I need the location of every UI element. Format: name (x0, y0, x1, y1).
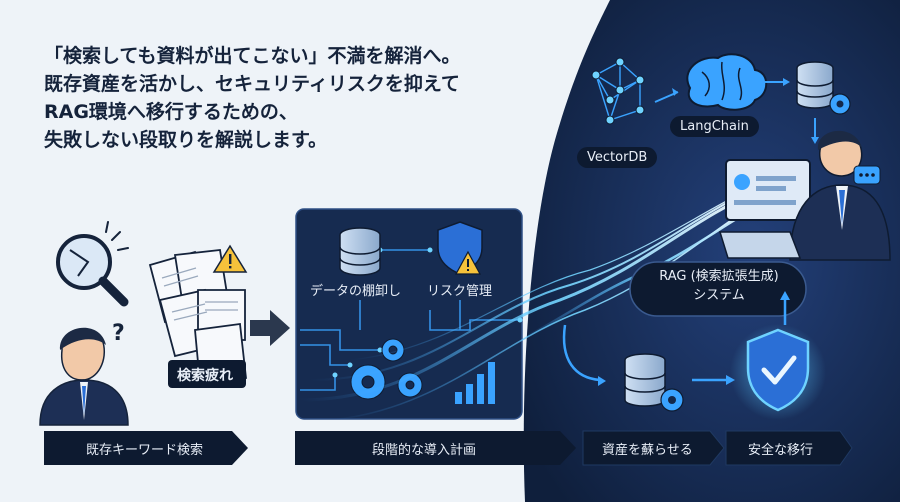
magnifying-glass-icon (56, 221, 129, 307)
bottom-label-keyword-search: 既存キーワード検索 (86, 443, 204, 458)
headline-line: 「検索しても資料が出てこない」不満を解消へ。 (44, 45, 461, 67)
shield-warning-icon (437, 221, 483, 275)
bottom-bar-safe (725, 430, 853, 466)
tired-badge (168, 360, 246, 388)
vectordb-label: VectorDB (577, 147, 658, 168)
businessman-laptop-illustration (718, 130, 891, 261)
rag-system-line: RAG (検索拡張生成) (659, 269, 779, 284)
brain-icon (686, 53, 768, 111)
bottom-bar-center (295, 431, 576, 465)
bottom-bar-revive (582, 430, 725, 466)
curve-arrow-icon (562, 324, 601, 382)
tired-badge-label: 検索疲れ (177, 368, 233, 384)
worried-businessman-illustration: ? (39, 321, 129, 426)
warning-icon (212, 244, 248, 273)
svg-text:?: ? (112, 321, 125, 346)
bottom-label-revive-assets: 資産を蘇らせる (602, 443, 693, 458)
circuit-lines (300, 249, 520, 391)
bottom-label-safe-migration: 安全な移行 (748, 443, 814, 458)
database-icon (624, 353, 684, 412)
headline-line: 既存資産を活かし、セキュリティリスクを抑えて (44, 73, 460, 95)
bottom-bar-left (44, 431, 248, 465)
headline-line: RAG環境へ移行するための、 (44, 101, 298, 123)
rag-system-box (629, 261, 807, 317)
bar-graph-icon (455, 362, 495, 404)
neural-network-icon (595, 61, 641, 121)
headline-line: 失敗しない段取りを解説します。 (44, 129, 328, 151)
headline: 「検索しても資料が出てこない」不満を解消へ。 既存資産を活かし、セキュリティリス… (44, 42, 524, 154)
rag-system-label: RAG (検索拡張生成) システム (654, 267, 784, 305)
data-inventory-label: データの棚卸し (310, 284, 402, 299)
shield-check-icon (746, 328, 810, 412)
arrow-right-icon (250, 310, 290, 346)
database-gear-icon (796, 61, 851, 115)
langchain-label: LangChain (670, 116, 759, 137)
bottom-label-phased-plan: 段階的な導入計画 (372, 443, 477, 458)
rag-system-line: システム (693, 288, 745, 303)
risk-management-label: リスク管理 (427, 284, 493, 299)
database-icon (339, 227, 381, 276)
data-flow-beams (298, 179, 772, 421)
gear-icon (350, 338, 423, 400)
